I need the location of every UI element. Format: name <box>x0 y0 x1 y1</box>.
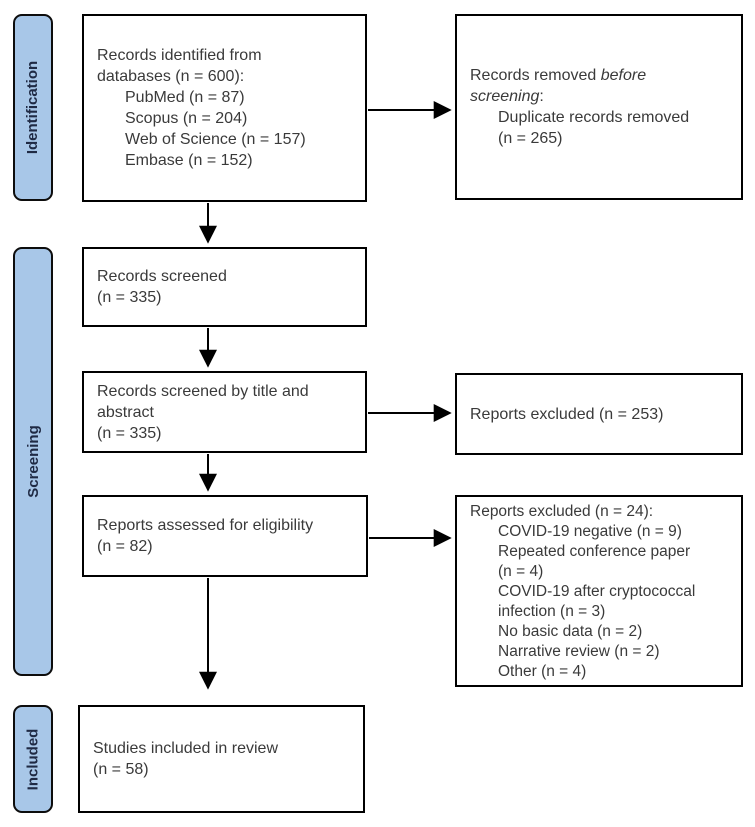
box-records-identified-line: Scopus (n = 204) <box>125 110 248 127</box>
stage-label-included-text: Included <box>24 728 42 790</box>
box-reports-assessed: Reports assessed for eligibility (n = 82… <box>82 495 368 577</box>
box-records-removed-line: (n = 265) <box>498 130 563 147</box>
box-reports-excluded-line: Reports excluded (n = 253) <box>470 405 664 423</box>
box-studies-included: Studies included in review (n = 58) <box>78 705 365 813</box>
box-records-identified: Records identified from databases (n = 6… <box>82 14 367 202</box>
box-records-screened-title-abstract-line: abstract <box>97 403 154 421</box>
box-records-screened-title-abstract-line: Records screened by title and <box>97 382 309 400</box>
box-records-identified-line: PubMed (n = 87) <box>125 89 245 106</box>
box-reports-excluded-reasons-line: COVID-19 negative (n = 9) <box>498 523 682 540</box>
box-records-removed-line: Duplicate records removed <box>498 109 690 126</box>
box-reports-excluded-reasons-line: No basic data (n = 2) <box>498 623 643 640</box>
box-reports-assessed-line: (n = 82) <box>97 538 153 555</box>
box-records-removed-line: screening: <box>470 86 733 107</box>
box-reports-excluded-reasons-line: Repeated conference paper <box>498 543 691 560</box>
box-records-removed-italic: screening <box>470 88 540 105</box>
box-reports-excluded-reasons-line: Other (n = 4) <box>498 663 587 680</box>
box-records-removed-text: : <box>539 88 544 105</box>
box-reports-excluded-reasons-line: (n = 4) <box>498 563 544 580</box>
box-records-identified-line: Web of Science (n = 157) <box>125 131 306 148</box>
box-records-removed-italic: before <box>600 67 647 84</box>
box-records-screened-line: Records screened <box>97 268 227 285</box>
box-records-identified-line: Records identified from <box>97 47 262 64</box>
box-records-identified-line: Embase (n = 152) <box>125 152 253 169</box>
box-records-screened: Records screened (n = 335) <box>82 247 367 327</box>
box-studies-included-line: Studies included in review <box>93 740 278 757</box>
box-records-removed-text: Records removed <box>470 67 601 84</box>
box-reports-excluded-reasons-line: Reports excluded (n = 24): <box>470 503 654 520</box>
box-reports-assessed-line: Reports assessed for eligibility <box>97 517 314 534</box>
box-records-identified-line: databases (n = 600): <box>97 68 245 85</box>
box-reports-excluded-reasons-line: COVID-19 after cryptococcal <box>498 583 696 600</box>
box-reports-excluded-reasons-line: Narrative review (n = 2) <box>498 643 660 660</box>
box-reports-excluded-reasons-line: infection (n = 3) <box>498 603 606 620</box>
stage-label-identification: Identification <box>13 14 53 201</box>
stage-label-screening-text: Screening <box>24 425 42 498</box>
box-reports-excluded-reasons: Reports excluded (n = 24): COVID-19 nega… <box>455 495 743 687</box>
box-records-removed: Records removed before screening: Duplic… <box>455 14 743 200</box>
stage-label-identification-text: Identification <box>24 60 42 155</box>
stage-label-included: Included <box>13 705 53 813</box>
box-reports-excluded: Reports excluded (n = 253) <box>455 373 743 455</box>
box-studies-included-line: (n = 58) <box>93 761 149 778</box>
box-records-screened-title-abstract: Records screened by title and abstract (… <box>82 371 367 453</box>
box-records-screened-line: (n = 335) <box>97 289 162 306</box>
box-records-screened-title-abstract-line: (n = 335) <box>97 424 162 442</box>
box-records-removed-line: Records removed before <box>470 65 733 86</box>
stage-label-screening: Screening <box>13 247 53 676</box>
